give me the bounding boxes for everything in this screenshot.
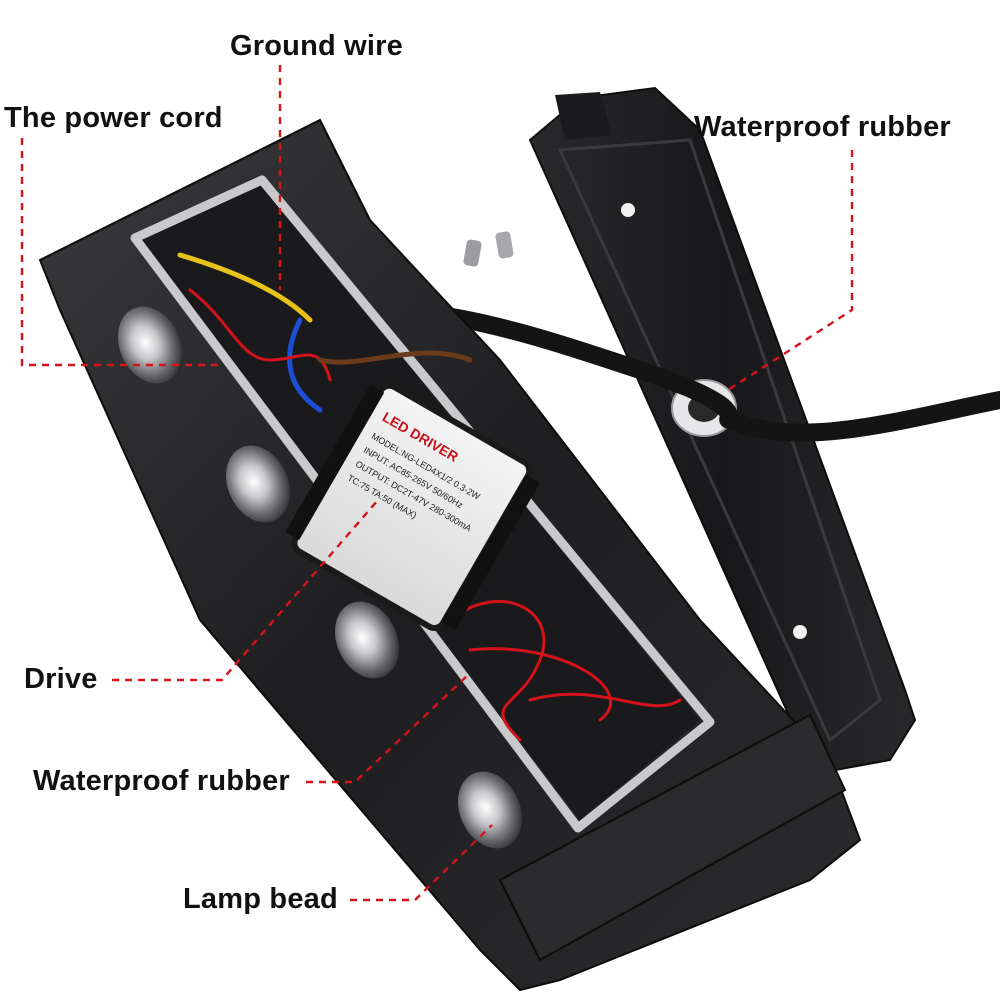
waterproof-rubber-bottom-leader — [306, 674, 469, 784]
power-cord-label: The power cord — [4, 102, 223, 134]
mounting-hole — [621, 203, 635, 217]
lamp-bead-leader — [350, 824, 493, 902]
ground-wire-label: Ground wire — [230, 30, 403, 62]
lamp-bead — [334, 601, 400, 679]
lamp-bead — [225, 445, 291, 523]
drive-label: Drive — [24, 663, 98, 695]
power-cord-leader — [20, 138, 220, 367]
rubber-gasket — [130, 175, 715, 833]
lamp-bead — [457, 771, 523, 849]
waterproof-rubber-bottom-label: Waterproof rubber — [33, 765, 290, 797]
callout-leaders — [20, 65, 854, 902]
drive-leader — [112, 499, 379, 682]
waterproof-rubber-top-leader — [727, 150, 854, 392]
waterproof-rubber-top-label: Waterproof rubber — [694, 111, 951, 143]
wires — [177, 252, 682, 742]
lamp-beads — [117, 306, 523, 849]
mounting-hole — [793, 625, 807, 639]
led-driver: LED DRIVER MODEL:NG-LED4X1/2 0.3-2W INPU… — [285, 382, 541, 631]
lamp-bead-label: Lamp bead — [183, 883, 338, 915]
set-screws — [463, 231, 514, 267]
